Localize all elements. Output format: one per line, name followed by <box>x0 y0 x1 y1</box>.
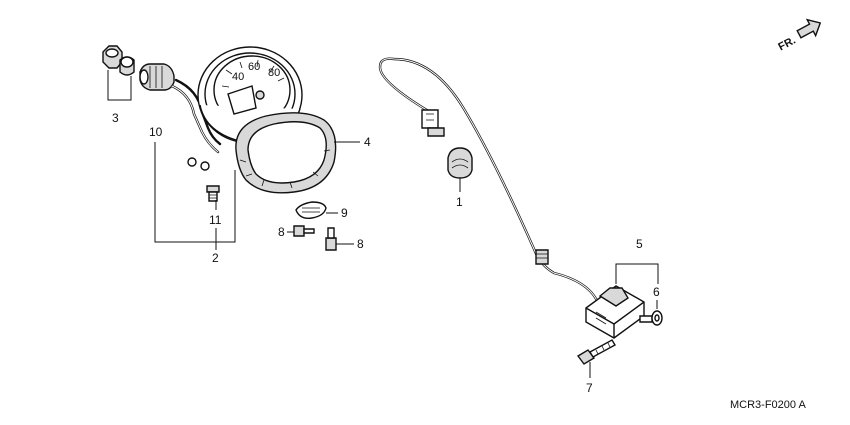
front-direction-marker: FR. <box>776 18 822 54</box>
callout-6: 6 <box>653 285 660 299</box>
callout-9: 9 <box>341 206 348 220</box>
part-10-harness <box>139 63 222 171</box>
sensor-cable <box>378 57 602 311</box>
callout-2: 2 <box>212 251 219 265</box>
svg-text:80: 80 <box>268 67 280 79</box>
svg-text:60: 60 <box>248 61 260 73</box>
part-3-cap <box>102 45 135 76</box>
leader-5 <box>615 263 659 284</box>
part-11-screw <box>206 185 220 202</box>
callout-7: 7 <box>586 381 593 395</box>
part-1-clamp <box>447 147 473 179</box>
part-8-bolt-b <box>325 227 337 251</box>
callout-8-left: 8 <box>278 225 285 239</box>
part-8-bolt-a <box>293 225 315 237</box>
part-6-o-ring <box>651 310 663 326</box>
svg-text:40: 40 <box>232 71 244 83</box>
leader-10-bracket <box>154 142 236 243</box>
part-5-speed-sensor <box>585 285 653 339</box>
callout-4: 4 <box>364 135 371 149</box>
leader-3 <box>107 70 132 101</box>
part-9-bracket <box>295 201 327 220</box>
callout-8-right: 8 <box>357 237 364 251</box>
drawing-code: MCR3-F0200 A <box>730 399 806 411</box>
callout-11: 11 <box>209 213 222 227</box>
callout-1: 1 <box>456 195 463 209</box>
callout-3: 3 <box>112 111 119 125</box>
callout-10: 10 <box>149 125 163 139</box>
callout-5: 5 <box>636 237 643 251</box>
part-7-bolt <box>576 339 616 365</box>
front-label: FR. <box>776 35 797 54</box>
part-4-meter-case <box>235 112 337 194</box>
arrow-right-icon <box>796 18 822 39</box>
